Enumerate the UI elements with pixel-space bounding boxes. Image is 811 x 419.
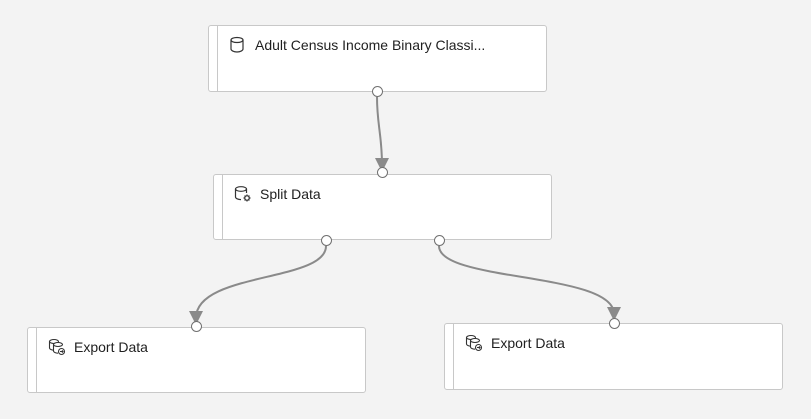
node-export-data-right[interactable]: Export Data <box>444 323 783 390</box>
export-data-right-input-port[interactable] <box>609 318 620 329</box>
edge-split-to-export-left[interactable] <box>189 245 327 325</box>
node-title: Export Data <box>491 335 565 351</box>
split-data-output-port-2[interactable] <box>434 235 445 246</box>
node-title: Export Data <box>74 339 148 355</box>
dataset-output-port[interactable] <box>372 86 383 97</box>
dataset-cylinder-icon <box>229 36 247 54</box>
split-data-input-port[interactable] <box>377 167 388 178</box>
node-split-data[interactable]: Split Data <box>213 174 552 240</box>
node-title: Split Data <box>260 186 321 202</box>
export-data-icon <box>48 338 66 356</box>
node-adult-census-dataset[interactable]: Adult Census Income Binary Classi... <box>208 25 547 92</box>
export-data-icon <box>465 334 483 352</box>
edge-split-to-export-right[interactable] <box>438 245 621 321</box>
export-data-left-input-port[interactable] <box>191 321 202 332</box>
split-data-gear-icon <box>234 185 252 203</box>
edge-dataset-to-split[interactable] <box>374 96 389 172</box>
node-title: Adult Census Income Binary Classi... <box>255 37 486 53</box>
split-data-output-port-1[interactable] <box>321 235 332 246</box>
node-export-data-left[interactable]: Export Data <box>27 327 366 393</box>
